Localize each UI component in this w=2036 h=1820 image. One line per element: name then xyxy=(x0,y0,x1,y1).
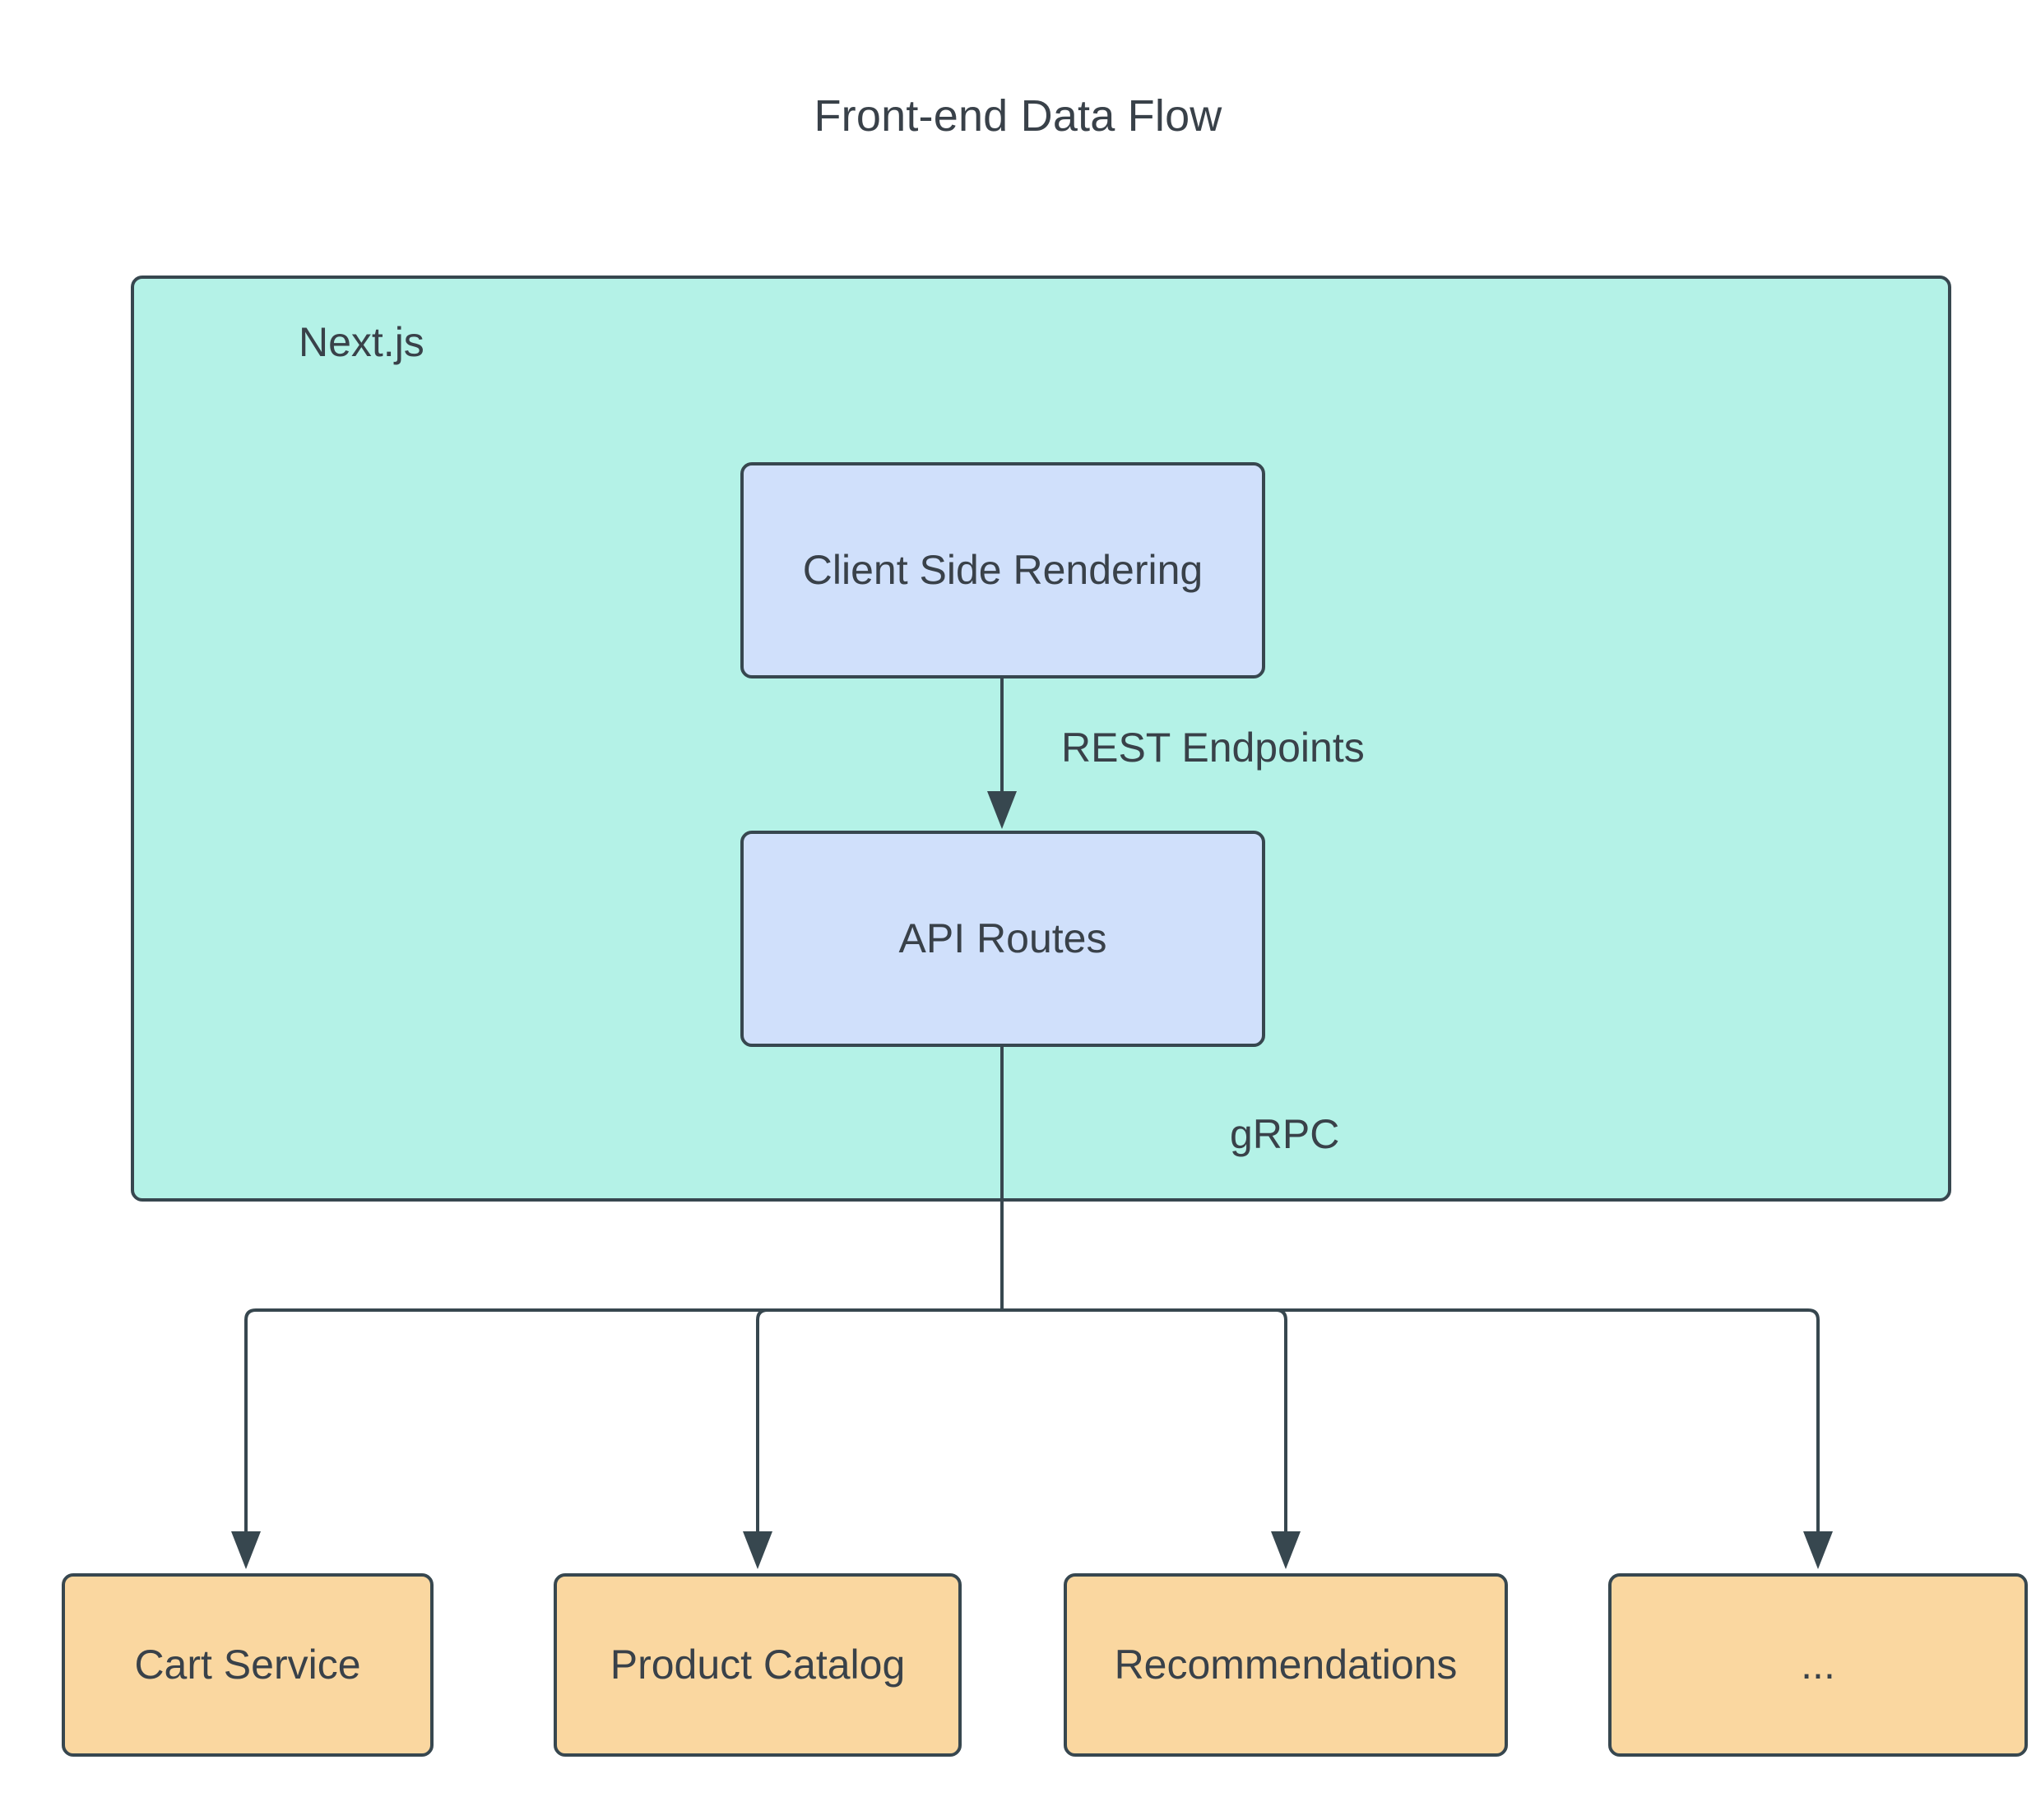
node-api-routes[interactable]: API Routes xyxy=(740,831,1265,1047)
arrow-head-more xyxy=(1803,1531,1833,1569)
node-product-catalog[interactable]: Product Catalog xyxy=(554,1573,962,1757)
arrow-head-prod xyxy=(743,1531,772,1569)
node-client-side-rendering[interactable]: Client Side Rendering xyxy=(740,462,1265,678)
arrow-head-cart xyxy=(231,1531,261,1569)
edge-bus-to-more xyxy=(1002,1308,1820,1542)
edge-bus-to-prod xyxy=(756,1308,1002,1542)
node-cart-service[interactable]: Cart Service xyxy=(62,1573,434,1757)
diagram-title: Front-end Data Flow xyxy=(814,91,1222,141)
subgraph-nextjs[interactable]: Next.js xyxy=(131,276,1951,1202)
node-more-services[interactable]: ... xyxy=(1608,1573,2028,1757)
subgraph-nextjs-label: Next.js xyxy=(299,319,424,365)
node-recommendations[interactable]: Recommendations xyxy=(1064,1573,1508,1757)
arrow-head-reco xyxy=(1271,1531,1301,1569)
edge-bus-to-cart xyxy=(244,1308,1002,1542)
edge-bus-to-reco xyxy=(1002,1308,1287,1542)
edge-label-rest-endpoints: REST Endpoints xyxy=(1061,725,1365,771)
edge-label-grpc: gRPC xyxy=(1230,1111,1340,1157)
